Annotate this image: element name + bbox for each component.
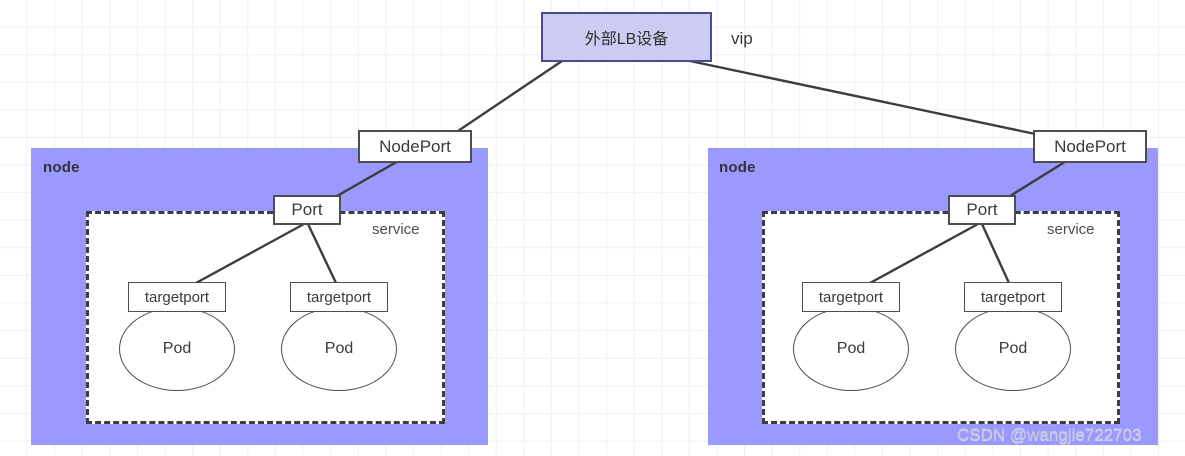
edge-lb-to-nodeport-right	[689, 59, 1041, 137]
targetport-box-right-2[interactable]: targetport	[964, 282, 1062, 312]
pod-left-2[interactable]: Pod	[281, 307, 397, 391]
service-label-right: service	[1047, 221, 1095, 238]
edge-lb-to-nodeport-left	[451, 60, 563, 136]
pod-left-1[interactable]: Pod	[119, 307, 235, 391]
targetport-box-right-1[interactable]: targetport	[802, 282, 900, 312]
vip-label: vip	[731, 29, 753, 48]
pod-right-2[interactable]: Pod	[955, 307, 1071, 391]
targetport-box-left-2[interactable]: targetport	[290, 282, 388, 312]
nodeport-box-right[interactable]: NodePort	[1033, 130, 1147, 163]
watermark: CSDN @wangjie722703	[957, 425, 1142, 444]
service-label-left: service	[372, 221, 420, 238]
node-label-left: node	[43, 159, 80, 176]
nodeport-box-left[interactable]: NodePort	[358, 130, 472, 163]
pod-right-1[interactable]: Pod	[793, 307, 909, 391]
targetport-box-left-1[interactable]: targetport	[128, 282, 226, 312]
external-lb-box[interactable]: 外部LB设备	[541, 12, 712, 62]
port-box-right[interactable]: Port	[948, 195, 1016, 225]
node-label-right: node	[719, 159, 756, 176]
port-box-left[interactable]: Port	[273, 195, 341, 225]
